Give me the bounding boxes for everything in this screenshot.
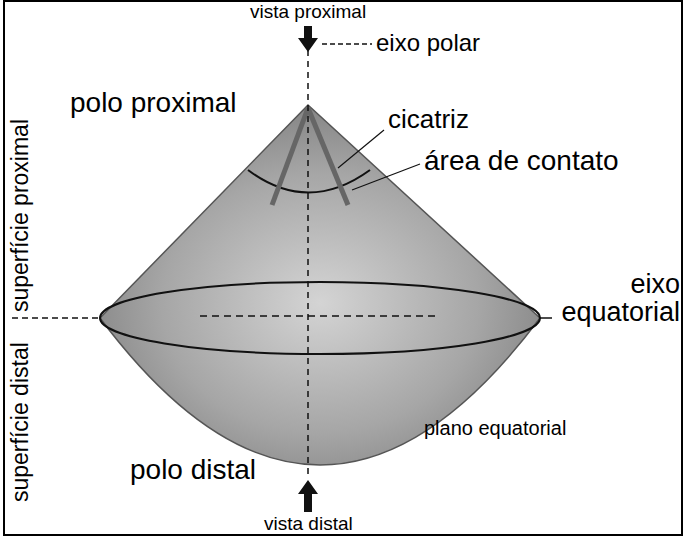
pole-label: polo proximal: [70, 88, 237, 117]
axis-tick: [540, 317, 552, 319]
surface-label: superfície proximal: [8, 119, 32, 312]
axis-label: eixo equatorial: [545, 270, 680, 327]
leader-line: [352, 164, 420, 190]
surface-label: superfície distal: [8, 342, 32, 502]
surface-divider: [12, 317, 100, 319]
leader-line: [338, 130, 384, 168]
part-label: cicatriz: [388, 106, 469, 133]
equatorial-axis: [200, 315, 440, 317]
view-arrow: [298, 480, 318, 512]
view-label: vista distal: [264, 514, 353, 534]
part-label: área de contato: [424, 146, 619, 175]
equatorial-ellipse: [100, 282, 540, 354]
scar-ray: [272, 108, 308, 205]
contact-area-arc: [248, 170, 370, 193]
view-label: vista proximal: [250, 2, 366, 22]
frame: [4, 1, 682, 535]
polar-axis: [307, 50, 309, 478]
axis-label: eixo polar: [376, 30, 480, 55]
plane-label: plano equatorial: [424, 418, 566, 439]
leader-line: [322, 43, 372, 45]
scar-ray: [308, 108, 348, 205]
view-arrow: [298, 26, 318, 52]
pole-label: polo distal: [130, 455, 256, 484]
